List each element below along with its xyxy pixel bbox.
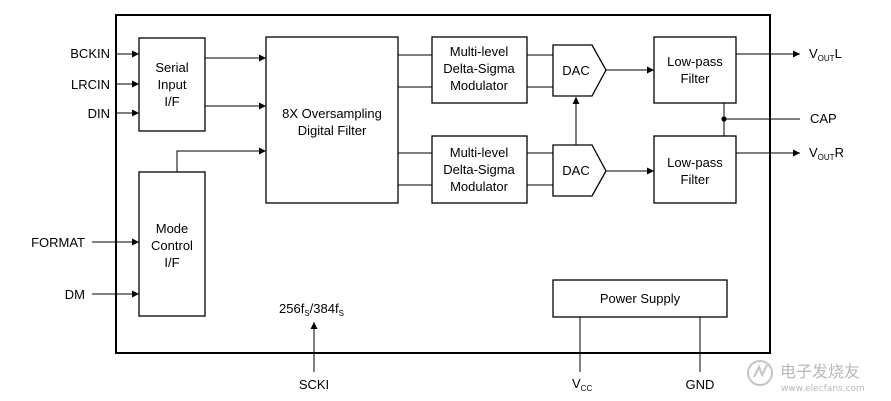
oversampling-filter-label-1: 8X Oversampling xyxy=(282,106,382,121)
lowpass-top-label-2: Filter xyxy=(681,71,711,86)
serial-input-block xyxy=(138,37,206,132)
modulator-top-label-3: Modulator xyxy=(450,78,508,93)
pin-label-cap: CAP xyxy=(810,111,837,126)
watermark-url: www.elecfans.com xyxy=(781,384,865,394)
pin-label-voutl: VOUTL xyxy=(809,46,842,63)
clock-rate-label: 256fS/384fS xyxy=(279,301,344,318)
pin-label-vcc: VCC xyxy=(572,376,592,393)
watermark-text: 电子发烧友 xyxy=(780,362,860,381)
pin-label-bckin: BCKIN xyxy=(70,46,110,61)
lowpass-top-label-1: Low-pass xyxy=(667,54,723,69)
lowpass-bottom-label-1: Low-pass xyxy=(667,155,723,170)
mode-control-label-2: Control xyxy=(151,238,193,253)
lowpass-top-block xyxy=(653,36,737,104)
pin-label-dm: DM xyxy=(65,287,85,302)
serial-input-label-3: I/F xyxy=(164,94,179,109)
chip-boundary xyxy=(115,14,771,354)
pin-label-gnd: GND xyxy=(686,377,715,392)
pin-label-voutr: VOUTR xyxy=(809,145,844,162)
pin-label-scki: SCKI xyxy=(299,377,329,392)
dac-bottom-block xyxy=(552,144,607,197)
serial-input-label-1: Serial xyxy=(155,60,188,75)
modulator-bottom-label-2: Delta-Sigma xyxy=(443,162,515,177)
modulator-top-block xyxy=(431,36,528,104)
mode-control-label-1: Mode xyxy=(156,221,189,236)
dac-bottom-label: DAC xyxy=(562,163,589,178)
watermark-logo xyxy=(747,360,773,386)
mode-control-block xyxy=(138,171,206,317)
modulator-bottom-label-3: Modulator xyxy=(450,179,508,194)
lowpass-bottom-block xyxy=(653,135,737,204)
oversampling-filter-block xyxy=(265,36,399,204)
power-supply-label: Power Supply xyxy=(600,291,681,306)
serial-input-label-2: Input xyxy=(158,77,187,92)
modulator-top-label-1: Multi-level xyxy=(450,44,509,59)
pin-label-lrcin: LRCIN xyxy=(71,77,110,92)
oversampling-filter-label-2: Digital Filter xyxy=(298,123,367,138)
dac-top-block xyxy=(552,44,607,97)
modulator-bottom-label-1: Multi-level xyxy=(450,145,509,160)
mode-control-label-3: I/F xyxy=(164,255,179,270)
wire-mode-to-filter xyxy=(176,147,266,172)
pin-label-format: FORMAT xyxy=(31,235,85,250)
lowpass-bottom-label-2: Filter xyxy=(681,172,711,187)
dac-top-label: DAC xyxy=(562,63,589,78)
pin-label-din: DIN xyxy=(88,106,110,121)
modulator-bottom-block xyxy=(431,135,528,204)
modulator-top-label-2: Delta-Sigma xyxy=(443,61,515,76)
power-supply-block xyxy=(552,279,728,318)
